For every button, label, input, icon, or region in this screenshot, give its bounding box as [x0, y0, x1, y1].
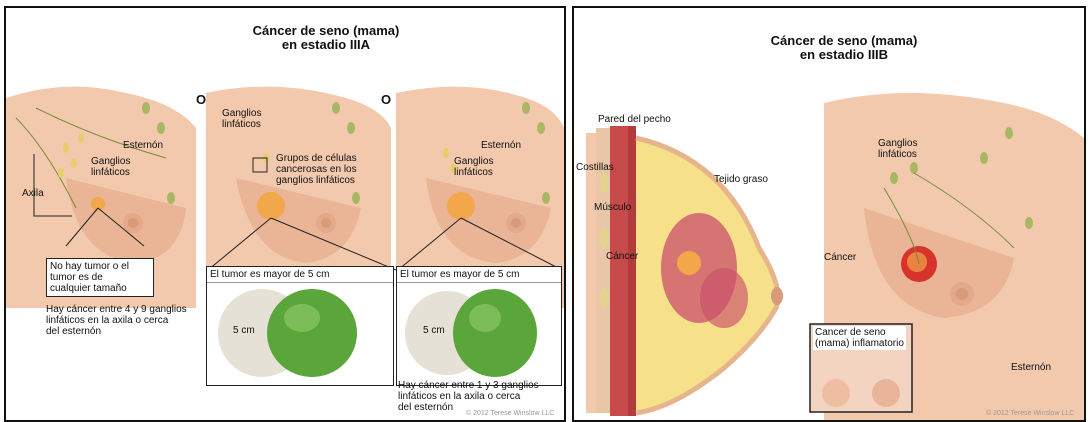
fig1-axila-label: Axila: [22, 188, 44, 199]
fig3-lime-illustration: [397, 283, 561, 383]
fig3-ganglios-line-2: linfáticos: [454, 167, 493, 178]
iiib-ganglios-label: Ganglios linfáticos: [878, 138, 917, 160]
iiib-title-line-1: Cáncer de seno (mama): [744, 34, 944, 48]
fig3-tumor-size-box: El tumor es mayor de 5 cm 5 cm: [396, 266, 562, 386]
fig2-ganglios-label: Ganglios linfáticos: [222, 108, 261, 130]
fig2-ganglios-line-2: linfáticos: [222, 119, 261, 130]
musculo-label: Músculo: [594, 202, 631, 213]
or-label-1: O: [196, 94, 206, 105]
fig2-tumor-size-box: El tumor es mayor de 5 cm 5 cm: [206, 266, 394, 386]
fig2-ganglios-line-1: Ganglios: [222, 108, 261, 119]
fig3-esternon-label: Esternón: [481, 140, 521, 151]
fig3-size-label: 5 cm: [423, 325, 445, 336]
costillas-label: Costillas: [576, 162, 614, 173]
fig1-ganglios-label: Ganglios linfáticos: [91, 156, 130, 178]
inflammatory-line-2: (mama) inflamatorio: [815, 338, 904, 349]
cancer-left-label: Cáncer: [606, 251, 638, 262]
fig3-ganglios-label: Ganglios linfáticos: [454, 156, 493, 178]
fig2-grupos-line-2: cancerosas en los: [276, 164, 357, 175]
iiib-esternon-label: Esternón: [1011, 362, 1051, 373]
stage-iiia-title: Cáncer de seno (mama) en estadio IIIA: [226, 24, 426, 52]
fig1-caption-line-2: linfáticos en la axila o cerca: [46, 315, 187, 326]
breast-cross-section: [586, 126, 783, 416]
fig3-box-title: El tumor es mayor de 5 cm: [397, 267, 561, 283]
fig1-tumor-line-3: cualquier tamaño: [50, 283, 150, 294]
stage-iiib-title: Cáncer de seno (mama) en estadio IIIB: [744, 34, 944, 62]
stage-iiib-panel: Cáncer de seno (mama) en estadio IIIB Pa…: [572, 6, 1086, 422]
fig3-ganglios-line-1: Ganglios: [454, 156, 493, 167]
iiib-ganglios-line-1: Ganglios: [878, 138, 917, 149]
fig2-size-label: 5 cm: [233, 325, 255, 336]
panel-b-copyright: © 2012 Terese Winslow LLC: [986, 410, 1074, 417]
fig2-box-title: El tumor es mayor de 5 cm: [207, 267, 393, 283]
fig3-caption-line-2: linfáticos en la axila o cerca: [398, 391, 539, 402]
fig1-esternon-label: Esternón: [123, 140, 163, 151]
fig1-tumor-line-2: tumor es de: [50, 272, 150, 283]
fig1-tumor-line-1: No hay tumor o el: [50, 261, 150, 272]
inflammatory-line-1: Cancer de seno: [815, 327, 904, 338]
fig1-tumor-box: No hay tumor o el tumor es de cualquier …: [46, 258, 154, 297]
stage-iiia-panel: Cáncer de seno (mama) en estadio IIIA O …: [4, 6, 566, 422]
fig2-grupos-line-3: ganglios linfáticos: [276, 175, 357, 186]
fig1-caption-line-3: del esternón: [46, 326, 187, 337]
fig1-ganglios-line-1: Ganglios: [91, 156, 130, 167]
stage-iiib-illustration: [574, 8, 1084, 420]
fig1-caption-line-1: Hay cáncer entre 4 y 9 ganglios: [46, 304, 187, 315]
fig1-caption: Hay cáncer entre 4 y 9 ganglios linfátic…: [46, 304, 187, 337]
fig3-caption-line-1: Hay cáncer entre 1 y 3 ganglios: [398, 380, 539, 391]
tejido-graso-label: Tejido graso: [714, 174, 768, 185]
panel-a-copyright: © 2012 Terese Winslow LLC: [466, 410, 554, 417]
pared-label: Pared del pecho: [598, 114, 671, 125]
title-line-1: Cáncer de seno (mama): [226, 24, 426, 38]
fig2-grupos-label: Grupos de células cancerosas en los gang…: [276, 153, 357, 186]
iiib-title-line-2: en estadio IIIB: [744, 48, 944, 62]
fig3-caption: Hay cáncer entre 1 y 3 ganglios linfátic…: [398, 380, 539, 413]
title-line-2: en estadio IIIA: [226, 38, 426, 52]
or-label-2: O: [381, 94, 391, 105]
cancer-right-label: Cáncer: [824, 252, 856, 263]
fig2-grupos-line-1: Grupos de células: [276, 153, 357, 164]
iiib-ganglios-line-2: linfáticos: [878, 149, 917, 160]
fig1-ganglios-line-2: linfáticos: [91, 167, 130, 178]
inflammatory-label: Cancer de seno (mama) inflamatorio: [813, 326, 906, 350]
